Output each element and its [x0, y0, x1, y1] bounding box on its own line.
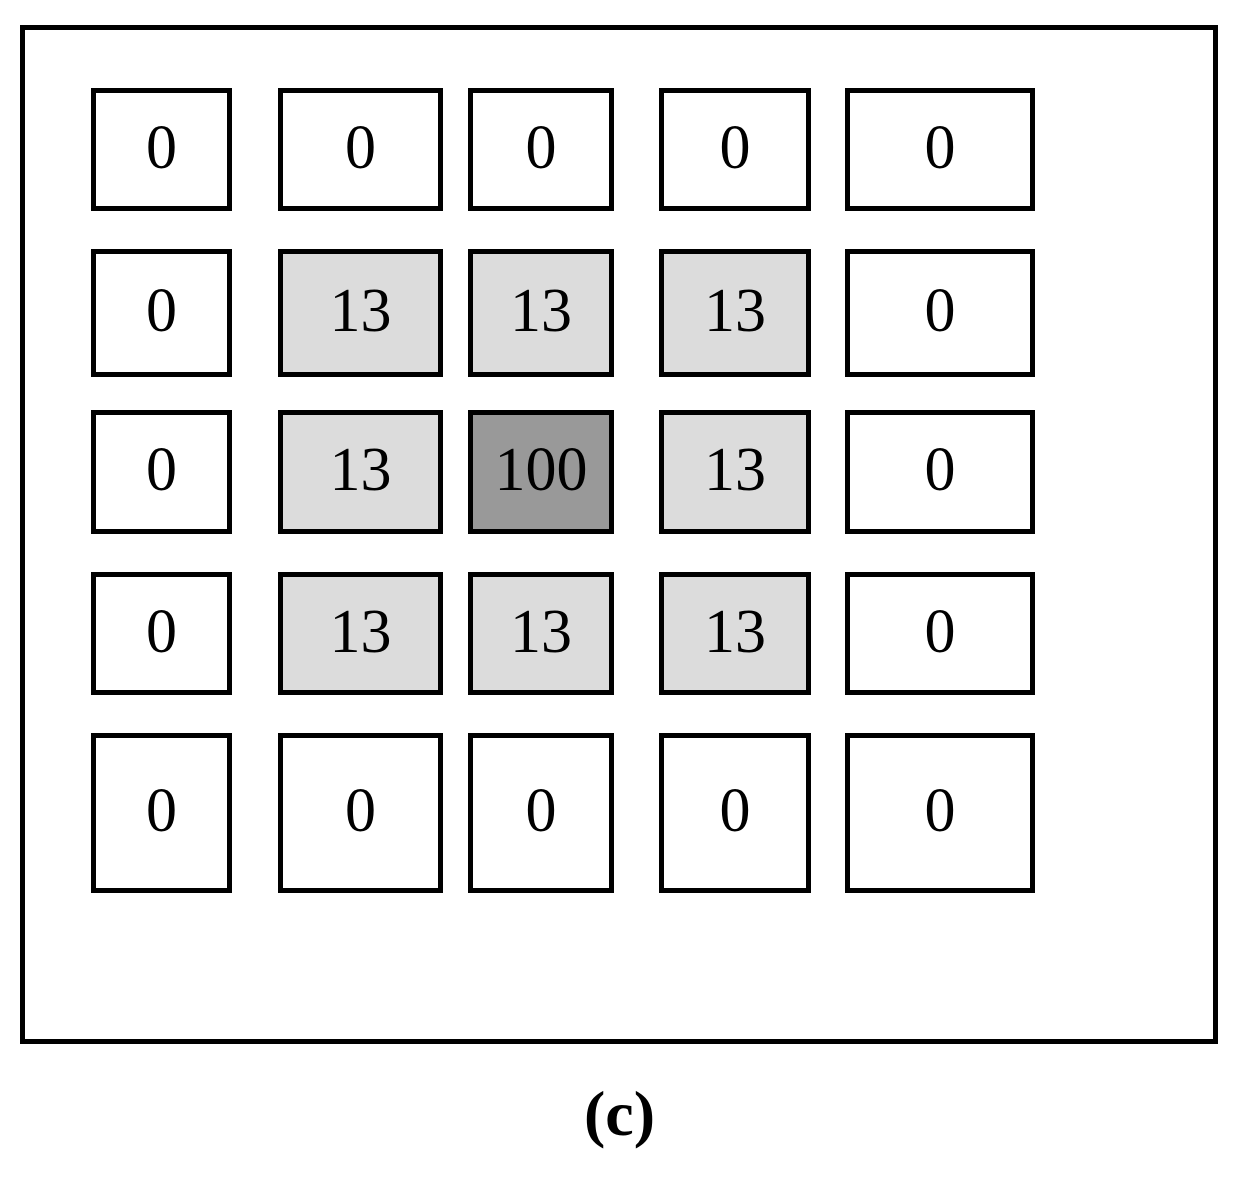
- grid-cell-value: 0: [146, 113, 177, 182]
- grid-cell-value: 0: [146, 277, 177, 345]
- grid-cell-r0-c0: 0: [91, 88, 232, 211]
- grid-cell-r0-c2: 0: [468, 88, 614, 211]
- grid-cell-value: 13: [704, 436, 766, 504]
- grid-cell-value: 0: [924, 436, 956, 504]
- grid-cell-value: 0: [146, 777, 177, 845]
- grid-cell-r2-c2: 100: [468, 410, 614, 534]
- grid-cell-r4-c4: 0: [845, 733, 1035, 893]
- grid-cell-r1-c0: 0: [91, 249, 232, 377]
- grid-cell-value: 13: [329, 436, 392, 504]
- grid-cell-r0-c1: 0: [278, 88, 443, 211]
- grid-cell-value: 13: [704, 277, 766, 345]
- grid-cell-value: 13: [704, 597, 766, 666]
- grid-cell-r1-c4: 0: [845, 249, 1035, 377]
- grid-cell-value: 13: [329, 597, 392, 666]
- grid-cell-r1-c2: 13: [468, 249, 614, 377]
- grid-cell-r2-c4: 0: [845, 410, 1035, 534]
- grid-cell-r1-c1: 13: [278, 249, 443, 377]
- grid-cell-r1-c3: 13: [659, 249, 811, 377]
- grid-cell-value: 0: [146, 597, 177, 666]
- grid-cell-r4-c3: 0: [659, 733, 811, 893]
- grid-cell-r4-c2: 0: [468, 733, 614, 893]
- grid-cell-value: 0: [146, 436, 177, 504]
- grid-cell-r3-c1: 13: [278, 572, 443, 695]
- grid-cell-value: 0: [924, 597, 956, 666]
- grid-cell-value: 13: [329, 277, 392, 345]
- figure-outer-frame: 0 0 0 0 0 0 13 13 13 0 0 13 100 13 0 0 13 13 13 0 0 0 0 0 0: [20, 25, 1218, 1044]
- grid-cell-r3-c4: 0: [845, 572, 1035, 695]
- grid-cell-value: 0: [345, 113, 376, 182]
- grid-cell-value: 0: [525, 113, 557, 182]
- grid-cell-value: 0: [345, 777, 376, 845]
- grid-cell-value: 0: [719, 113, 751, 182]
- grid-cell-r2-c0: 0: [91, 410, 232, 534]
- grid-cell-value: 0: [924, 777, 956, 845]
- grid-cell-r0-c3: 0: [659, 88, 811, 211]
- grid-cell-r4-c1: 0: [278, 733, 443, 893]
- grid-cell-value: 0: [924, 113, 956, 182]
- grid-cell-value: 13: [510, 277, 572, 345]
- grid-cell-r2-c3: 13: [659, 410, 811, 534]
- value-grid: 0 0 0 0 0 0 13 13 13 0 0 13 100 13 0 0 13 13 13 0 0 0 0 0 0: [91, 88, 1181, 1033]
- grid-cell-r4-c0: 0: [91, 733, 232, 893]
- figure-caption: (c): [583, 1078, 656, 1149]
- grid-cell-value: 100: [494, 436, 588, 504]
- grid-cell-r3-c2: 13: [468, 572, 614, 695]
- grid-cell-value: 0: [525, 777, 557, 845]
- grid-cell-value: 13: [510, 597, 572, 666]
- grid-cell-r2-c1: 13: [278, 410, 443, 534]
- grid-cell-value: 0: [719, 777, 751, 845]
- grid-cell-r0-c4: 0: [845, 88, 1035, 211]
- grid-cell-value: 0: [924, 277, 956, 345]
- grid-cell-r3-c3: 13: [659, 572, 811, 695]
- grid-cell-r3-c0: 0: [91, 572, 232, 695]
